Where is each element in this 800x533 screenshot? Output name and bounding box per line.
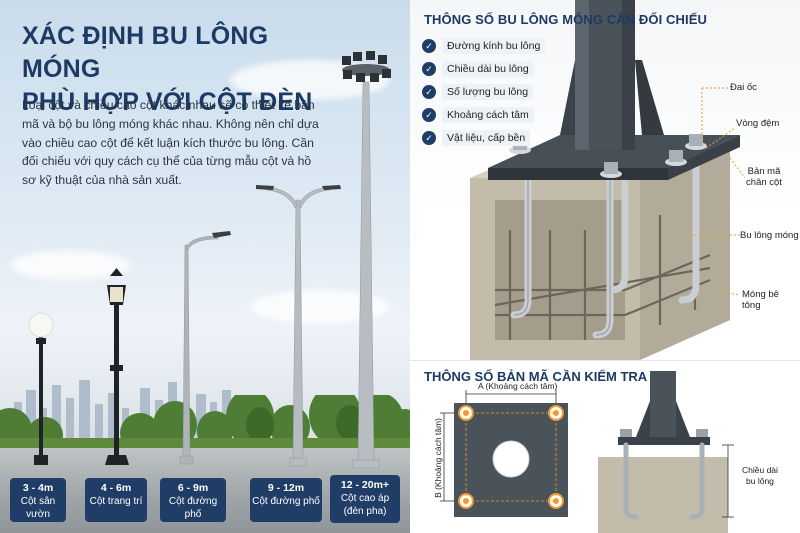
- check-label: Khoảng cách tâm: [442, 107, 534, 123]
- callout-base-plate-line2: chân cột: [746, 177, 782, 188]
- pole-name: Cột cao áp: [340, 493, 390, 504]
- callout-washer: Vòng đệm: [736, 118, 780, 129]
- base-plate-panel: THÔNG SỐ BẢN MÃ CẦN KIỂM TRA: [410, 360, 800, 533]
- check-item: ✓ Vật liệu, cấp bền: [422, 130, 545, 146]
- check-icon: ✓: [422, 39, 436, 53]
- check-icon: ✓: [422, 131, 436, 145]
- pole-name: Cột trang trí: [89, 496, 143, 507]
- page-title: XÁC ĐỊNH BU LÔNG MÓNG PHÙ HỢP VỚI CỘT ĐÈ…: [22, 20, 342, 119]
- check-item: ✓ Khoảng cách tâm: [422, 107, 545, 123]
- base-plate-side: [618, 437, 710, 445]
- dimension-b-label: B (Khoảng cách tâm): [432, 418, 443, 498]
- street-lamp-icon: [212, 231, 231, 238]
- description: Loại cột và chiều cao cột khác nhau sẽ c…: [22, 98, 319, 188]
- callout-leaders: [690, 87, 746, 296]
- garden-pole: [34, 335, 48, 465]
- dimension-a-label: A (Khoảng cách tâm): [478, 381, 558, 391]
- section-title: THÔNG SỐ BẢN MÃ CẦN KIỂM TRA: [424, 369, 648, 384]
- dimension-bolt-length: [722, 444, 734, 518]
- section-title: THÔNG SỐ BU LÔNG MÓNG CẦN ĐỐI CHIẾU: [424, 12, 707, 27]
- globe-lamp-icon: [28, 312, 54, 338]
- title-line-1: XÁC ĐỊNH BU LÔNG MÓNG: [22, 22, 269, 83]
- anchor-bolt-panel: THÔNG SỐ BU LÔNG MÓNG CẦN ĐỐI CHIẾU ✓ Đư…: [410, 0, 800, 360]
- left-panel: XÁC ĐỊNH BU LÔNG MÓNG PHÙ HỢP VỚI CỘT ĐÈ…: [0, 0, 410, 533]
- pole-height: 9 - 12m: [267, 482, 305, 494]
- check-icon: ✓: [422, 62, 436, 76]
- callout-nut: Đai ốc: [730, 82, 757, 93]
- poles-illustration: [28, 51, 391, 469]
- nuts: [620, 429, 708, 437]
- center-hole: [492, 440, 530, 478]
- check-item: ✓ Chiều dài bu lông: [422, 61, 545, 77]
- pole-name: Cột đường phố: [168, 496, 218, 520]
- check-icon: ✓: [422, 108, 436, 122]
- pole-badge-street-1: 6 - 9m Cột đường phố: [160, 478, 226, 522]
- cloud: [10, 250, 130, 280]
- pole-note: (đèn pha): [343, 506, 387, 517]
- bolt-length-line2: bu lông: [746, 476, 774, 486]
- check-label: Số lượng bu lông: [442, 84, 534, 100]
- callout-base-plate: Bản mã chân cột: [740, 166, 788, 188]
- foundation-illustration: [470, 0, 746, 360]
- pole-name: Cột sân vườn: [20, 496, 56, 520]
- dimension-a: [465, 390, 557, 405]
- floodlight-crown-icon: [342, 51, 391, 82]
- pole-badge-garden: 3 - 4m Cột sân vườn: [10, 478, 66, 522]
- checklist: ✓ Đường kính bu lông ✓ Chiều dài bu lông…: [422, 38, 546, 153]
- street-pole-2: [265, 186, 331, 467]
- callout-foundation: Móng bê tông: [742, 289, 779, 311]
- check-label: Đường kính bu lông: [442, 38, 546, 54]
- street-lamp-icon: [256, 185, 274, 190]
- base-plate-diagram: [440, 371, 734, 533]
- pole-badge-high-mast: 12 - 20m+ Cột cao áp (đèn pha): [330, 475, 400, 523]
- pole-column: [650, 371, 676, 437]
- pole-height: 4 - 6m: [100, 482, 132, 494]
- pole-badge-decorative: 4 - 6m Cột trang trí: [85, 478, 147, 522]
- dimension-b: [440, 412, 456, 502]
- anchor-bolts: [623, 442, 705, 520]
- title-line-2: PHÙ HỢP VỚI CỘT ĐÈN: [22, 88, 313, 116]
- callout-anchor-bolt: Bu lông móng: [740, 230, 799, 241]
- pole-badge-street-2: 9 - 12m Cột đường phố: [250, 478, 322, 522]
- high-mast-pole: [352, 81, 380, 469]
- check-item: ✓ Số lượng bu lông: [422, 84, 545, 100]
- pole-name: Cột đường phố: [252, 496, 320, 507]
- street-lamp-icon: [322, 185, 341, 190]
- foundation-section: [598, 457, 728, 533]
- callout-base-plate-line1: Bản mã: [747, 166, 781, 177]
- pole-height: 6 - 9m: [177, 482, 209, 494]
- lantern-lamp-icon: [110, 287, 123, 302]
- bolt-length-line1: Chiều dài: [742, 465, 778, 475]
- nuts: [509, 134, 707, 178]
- check-icon: ✓: [422, 85, 436, 99]
- check-item: ✓ Đường kính bu lông: [422, 38, 546, 54]
- pole-height: 12 - 20m+: [340, 479, 390, 491]
- pole-height: 3 - 4m: [22, 482, 54, 494]
- check-label: Vật liệu, cấp bền: [442, 130, 531, 146]
- check-label: Chiều dài bu lông: [442, 61, 534, 77]
- street-pole-1: [179, 235, 219, 465]
- bolt-length-label: Chiều dài bu lông: [742, 465, 778, 487]
